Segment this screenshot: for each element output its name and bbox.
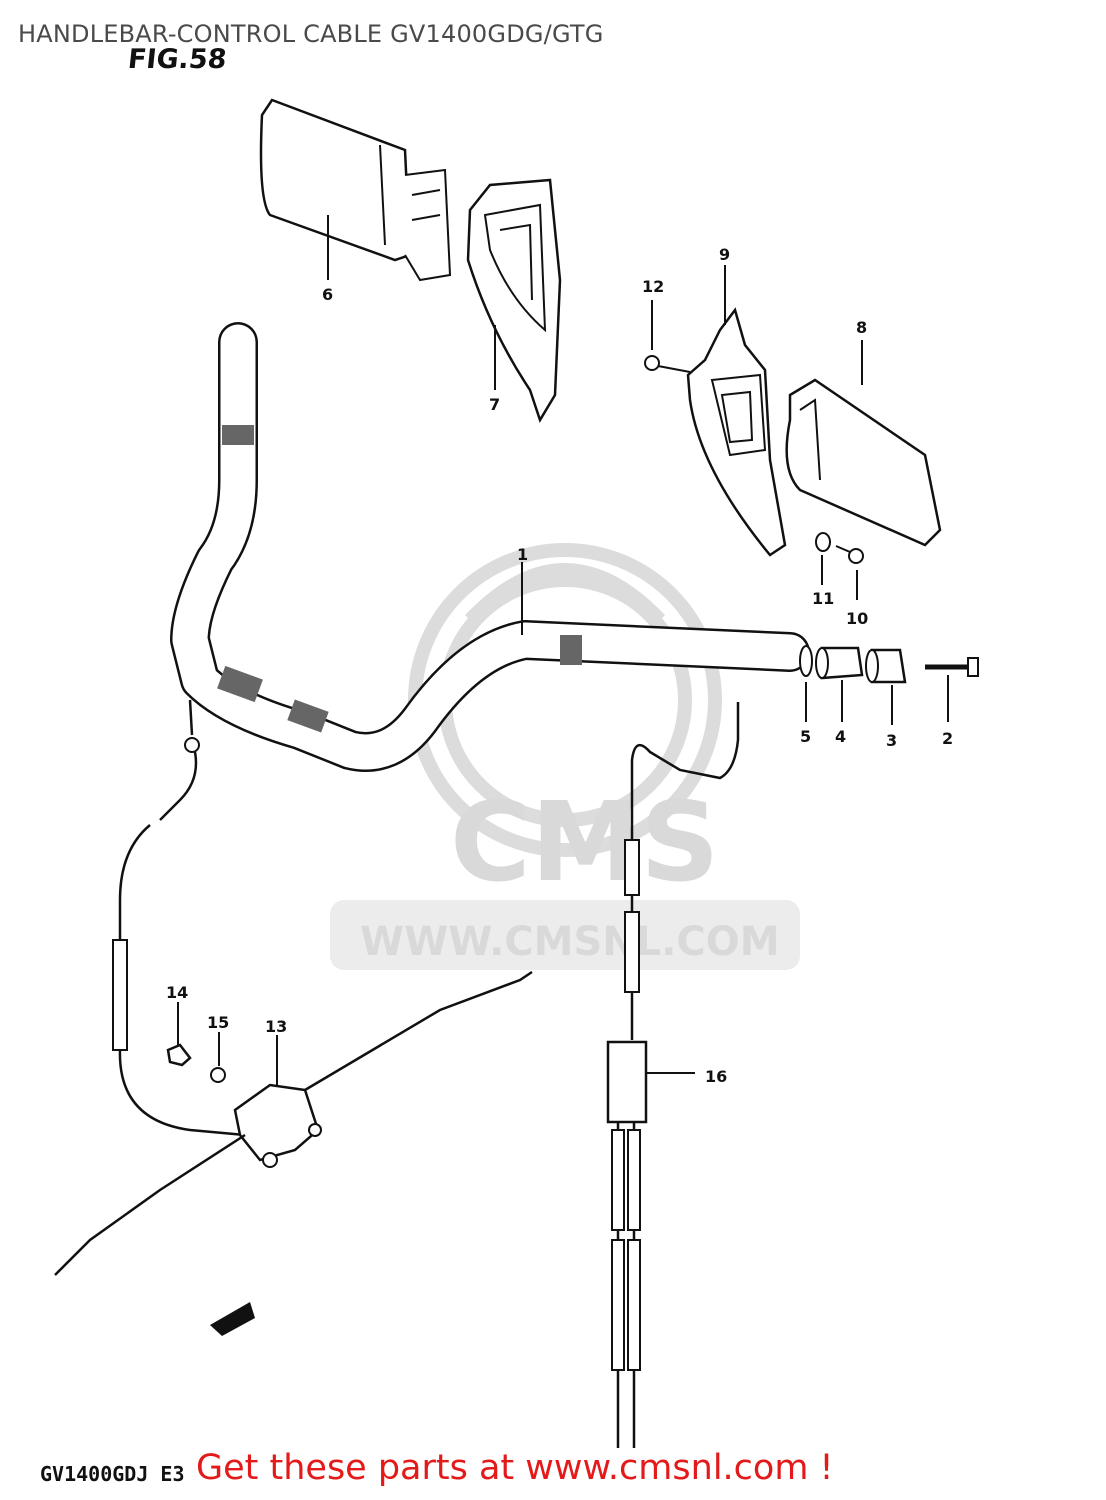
part-2-bolt <box>925 657 979 722</box>
callout-5: 5 <box>800 727 811 746</box>
cms-watermark: CMS WWW.CMSNL.COM <box>330 543 800 970</box>
cta-link[interactable]: Get these parts at www.cmsnl.com ! <box>196 1448 834 1488</box>
part-10-screw <box>835 545 864 600</box>
part-12-screw <box>644 300 691 373</box>
callout-11: 11 <box>812 589 834 608</box>
page-title: HANDLEBAR-CONTROL CABLE GV1400GDG/GTG <box>18 20 604 48</box>
part-5-washer <box>799 645 813 722</box>
part-9-right-switch-housing <box>686 265 787 557</box>
model-code: GV1400GDJ E3 <box>40 1462 185 1486</box>
part-4-collar <box>815 646 864 722</box>
callout-13: 13 <box>265 1017 287 1036</box>
callout-9: 9 <box>719 245 730 264</box>
clutch-cable <box>112 699 246 1137</box>
callout-1: 1 <box>517 545 528 564</box>
part-11-washer <box>815 532 831 585</box>
callout-labels: 1 2 3 4 5 6 7 8 9 10 11 12 13 14 15 16 <box>166 245 953 1086</box>
callout-15: 15 <box>207 1013 229 1032</box>
callout-12: 12 <box>642 277 664 296</box>
callout-7: 7 <box>489 395 500 414</box>
callout-6: 6 <box>322 285 333 304</box>
part-16-throttle-cable <box>606 702 740 1448</box>
callout-8: 8 <box>856 318 867 337</box>
part-3-weight <box>865 648 907 725</box>
watermark-url: WWW.CMSNL.COM <box>360 919 780 965</box>
callout-14: 14 <box>166 983 188 1002</box>
part-14-nut <box>166 1002 192 1067</box>
callout-10: 10 <box>846 609 868 628</box>
part-7-left-switch-housing <box>466 178 562 423</box>
part-1-handlebar <box>170 322 810 772</box>
part-15-nut <box>210 1032 226 1083</box>
watermark-brand: CMS <box>450 778 719 906</box>
callout-3: 3 <box>886 731 897 750</box>
callout-4: 4 <box>835 727 846 746</box>
callout-16: 16 <box>705 1067 727 1086</box>
part-13-cable-junction <box>54 970 533 1276</box>
part-8-right-mirror <box>785 340 942 547</box>
part-6-left-mirror <box>259 98 452 282</box>
front-arrow <box>210 1302 255 1336</box>
callout-2: 2 <box>942 729 953 748</box>
